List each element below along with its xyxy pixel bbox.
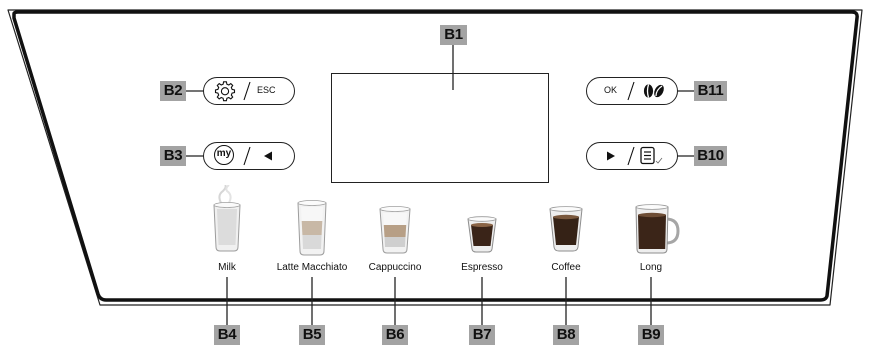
start-recipe-button[interactable]: [586, 142, 678, 170]
slash-separator: [243, 81, 251, 101]
callout-b11: B11: [694, 81, 727, 101]
callout-b4: B4: [214, 325, 240, 345]
callout-b3: B3: [160, 146, 186, 166]
coffee-glass-icon: [549, 206, 583, 252]
ok-label: OK: [604, 85, 618, 95]
callout-b1: B1: [440, 25, 467, 45]
callout-b2: B2: [160, 81, 186, 101]
drink-label-milk: Milk: [218, 262, 236, 273]
latte-macchiato-glass-icon: [297, 200, 327, 256]
callout-b10: B10: [694, 146, 727, 166]
callout-b5: B5: [299, 325, 325, 345]
my-label: my: [216, 148, 232, 159]
gear-icon: [214, 81, 236, 102]
long-mug-icon: [635, 204, 680, 254]
slash-separator: [243, 146, 251, 166]
callout-b8: B8: [553, 325, 579, 345]
callout-b6: B6: [382, 325, 408, 345]
slash-separator: [627, 81, 635, 101]
my-icon: my: [214, 145, 234, 165]
drink-label-latte-macchiato: Latte Macchiato: [276, 262, 348, 273]
drink-label-coffee: Coffee: [551, 262, 581, 273]
esc-label: ESC: [257, 85, 276, 95]
my-back-button[interactable]: my: [203, 142, 295, 170]
drink-label-espresso: Espresso: [461, 262, 503, 273]
settings-esc-button[interactable]: ESC: [203, 77, 295, 105]
play-triangle-icon: [607, 151, 615, 161]
cappuccino-glass-icon: [379, 206, 411, 254]
left-triangle-icon: [264, 151, 272, 161]
milk-glass-icon: [213, 185, 241, 252]
coffee-bean-icon: [643, 84, 664, 98]
callout-b9: B9: [638, 325, 664, 345]
slash-separator: [627, 146, 635, 166]
callout-b7: B7: [469, 325, 495, 345]
drink-label-cappuccino: Cappuccino: [368, 262, 422, 273]
ok-aroma-button[interactable]: OK: [586, 77, 678, 105]
display-screen: [331, 73, 549, 183]
espresso-glass-icon: [467, 216, 497, 253]
drink-label-long: Long: [639, 262, 663, 273]
recipe-list-icon: [640, 146, 663, 165]
